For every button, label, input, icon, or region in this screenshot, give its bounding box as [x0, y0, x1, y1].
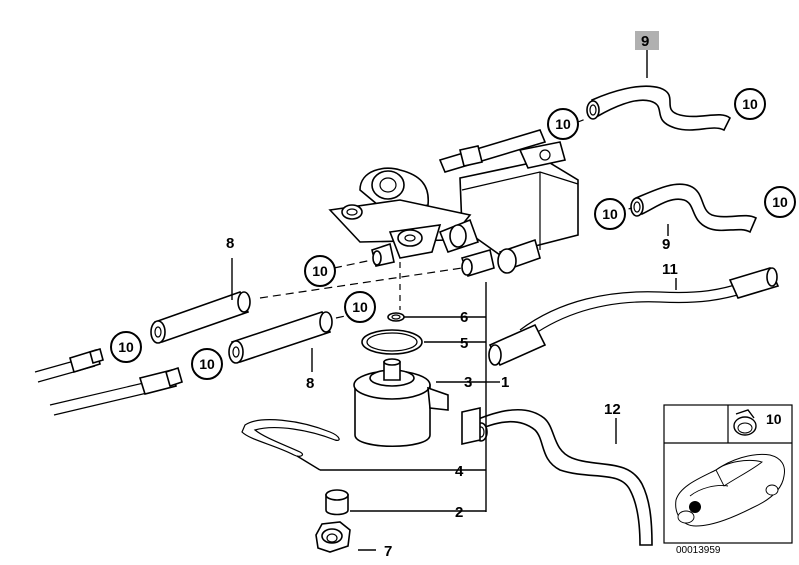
ring-6[interactable] — [387, 312, 405, 322]
fuel-line-11[interactable] — [488, 267, 780, 367]
reference-number: 00013959 — [676, 545, 721, 556]
hose-9-right[interactable] — [630, 183, 758, 234]
hose-12[interactable] — [474, 408, 653, 546]
inset-panel: 10 00013959 — [663, 404, 793, 556]
hose-8-lower[interactable] — [228, 311, 333, 364]
svg-text:10: 10 — [118, 339, 134, 355]
bushing-2[interactable] — [325, 489, 349, 516]
callout-10-f: 10 — [344, 291, 376, 323]
label-12: 12 — [604, 401, 621, 418]
o-ring-5[interactable] — [361, 329, 423, 355]
leader-lines — [231, 50, 677, 551]
car-icon — [675, 453, 785, 527]
svg-text:10: 10 — [602, 206, 618, 222]
fuel-line-lower[interactable] — [49, 366, 183, 416]
callout-10-e: 10 — [304, 255, 336, 287]
svg-text:10: 10 — [555, 116, 571, 132]
label-4: 4 — [455, 463, 464, 480]
pressure-regulator-3[interactable] — [353, 358, 449, 447]
label-11: 11 — [662, 261, 678, 278]
svg-text:10: 10 — [312, 263, 328, 279]
label-8-lower: 8 — [306, 375, 314, 392]
mounting-bracket — [461, 407, 481, 445]
label-9-top: 9 — [641, 33, 649, 50]
svg-text:10: 10 — [742, 96, 758, 112]
svg-text:10: 10 — [772, 194, 788, 210]
callout-10-a: 10 — [547, 108, 579, 140]
callout-10-b: 10 — [734, 88, 766, 120]
label-9-highlight — [635, 31, 659, 50]
hose-clamp-icon — [733, 409, 757, 436]
label-3: 3 — [464, 374, 472, 391]
label-6: 6 — [460, 309, 468, 326]
label-9-right: 9 — [662, 236, 670, 253]
label-2: 2 — [455, 504, 463, 521]
callout-10-h: 10 — [191, 348, 223, 380]
fuel-line-upper[interactable] — [34, 347, 104, 383]
label-7: 7 — [384, 543, 392, 560]
inset-clip-label: 10 — [766, 411, 782, 427]
svg-text:10: 10 — [199, 356, 215, 372]
nut-7[interactable] — [315, 521, 351, 553]
valve-assembly[interactable] — [328, 129, 579, 277]
callout-10-d: 10 — [764, 186, 796, 218]
label-1: 1 — [501, 374, 509, 391]
label-5: 5 — [460, 335, 468, 352]
hose-8-upper[interactable] — [150, 290, 251, 344]
gasket-4[interactable] — [241, 419, 340, 457]
callout-10-g: 10 — [110, 331, 142, 363]
label-8-upper: 8 — [226, 235, 234, 252]
svg-text:10: 10 — [352, 299, 368, 315]
hose-9-top[interactable] — [586, 85, 732, 132]
callout-10-c: 10 — [594, 198, 626, 230]
